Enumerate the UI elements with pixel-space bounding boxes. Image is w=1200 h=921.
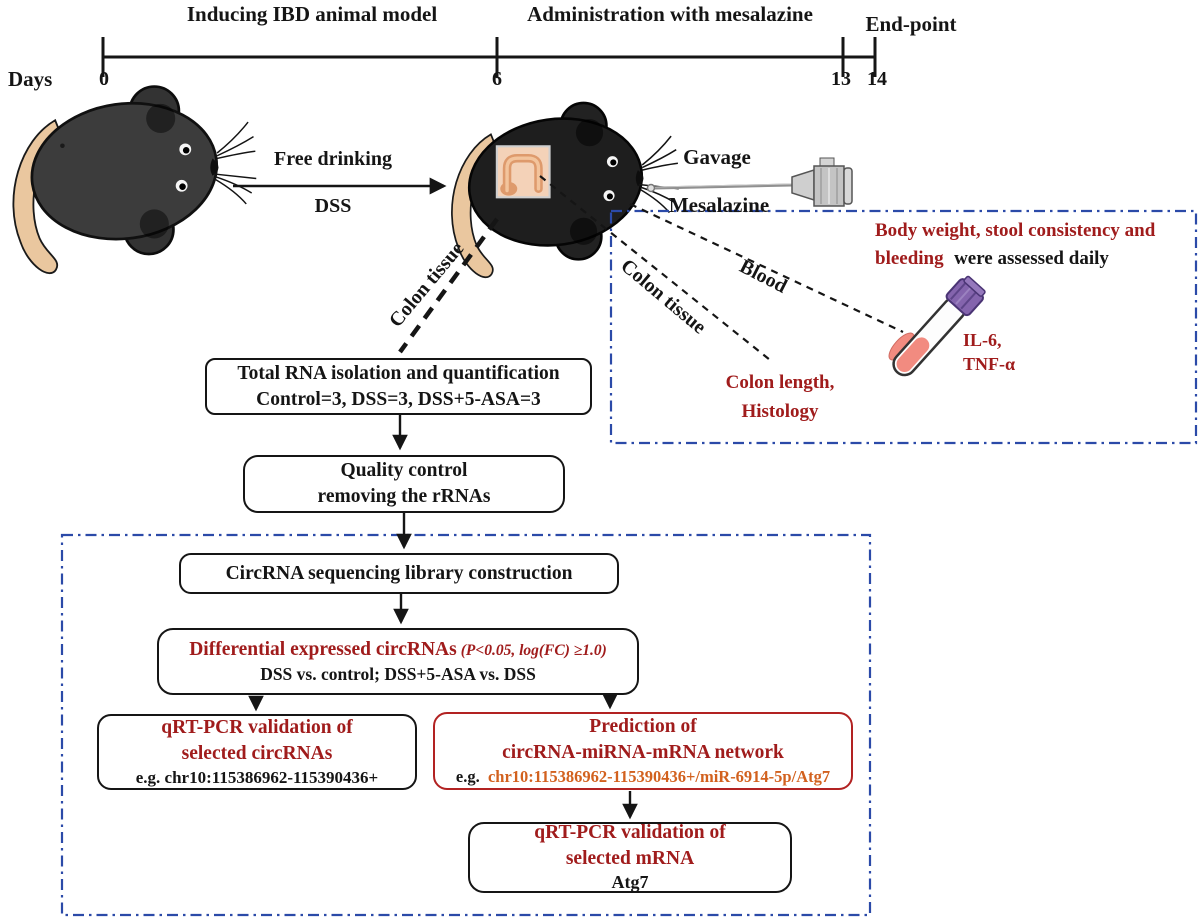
timeline-axis xyxy=(101,37,877,77)
il6-label: IL-6, xyxy=(963,330,1002,350)
colon-assessment-label: Colon length, Histology xyxy=(726,368,835,426)
monitoring-line1: Body weight, stool consistency and xyxy=(875,220,1156,241)
phase-treatment-label: Administration with mesalazine xyxy=(527,2,813,26)
phase-endpoint-label: End-point xyxy=(865,12,957,36)
library-construction-label: CircRNA sequencing library construction xyxy=(225,562,573,584)
monitoring-line2: bleeding were assessed daily xyxy=(875,248,1109,270)
colon-tissue-line-left xyxy=(398,217,499,354)
blood-tube-icon xyxy=(888,275,986,377)
monitoring-line2-black: were assessed daily xyxy=(954,248,1109,269)
blood-line xyxy=(629,203,904,333)
network-example-prefix: e.g. xyxy=(455,766,480,786)
mesalazine-label: Mesalazine xyxy=(668,193,770,217)
differential-comparisons: DSS vs. control; DSS+5-ASA vs. DSS xyxy=(260,663,536,684)
qpcr-mrna-box: qRT-PCR validation of selected mRNA Atg7 xyxy=(468,822,792,893)
differential-criteria: (P<0.05, log(FC) ≥1.0) xyxy=(460,642,607,660)
mouse-icon xyxy=(12,85,257,275)
differential-title: Differential expressed circRNAs xyxy=(189,639,457,661)
network-example-id: chr10:115386962-115390436+/miR-6914-5p/A… xyxy=(487,766,831,786)
differential-title-line: Differential expressed circRNAs (P<0.05,… xyxy=(189,637,607,663)
tick-day-14: 14 xyxy=(867,68,887,90)
flow-arrows xyxy=(248,414,638,820)
qpcr-mrna-line1: qRT-PCR validation of xyxy=(534,821,726,843)
network-line1: Prediction of xyxy=(589,716,697,738)
qpcr-mrna-line2: selected mRNA xyxy=(565,847,695,869)
qpcr-circrna-line2: selected circRNAs xyxy=(181,742,333,764)
monitoring-line2-red: bleeding xyxy=(875,248,944,269)
library-construction-box: CircRNA sequencing library construction xyxy=(179,553,619,594)
mouse-dss-icon xyxy=(451,101,679,279)
tick-day-13: 13 xyxy=(831,68,851,90)
quality-control-line2: removing the rRNAs xyxy=(317,486,491,507)
network-prediction-box: Prediction of circRNA-miRNA-mRNA network… xyxy=(433,712,853,790)
cytokines-label: IL-6, TNF-α xyxy=(963,328,1015,376)
qpcr-circrna-line1: qRT-PCR validation of xyxy=(161,717,353,739)
rna-isolation-line1: Total RNA isolation and quantification xyxy=(237,362,560,384)
free-drinking-label: Free drinking xyxy=(274,148,392,170)
monitoring-dashed-box xyxy=(609,209,1198,445)
rna-isolation-line2: Control=3, DSS=3, DSS+5-ASA=3 xyxy=(256,388,541,410)
qpcr-circrna-box: qRT-PCR validation of selected circRNAs … xyxy=(97,714,417,790)
dss-label: DSS xyxy=(314,195,352,217)
phase-induction-label: Inducing IBD animal model xyxy=(186,2,438,26)
colon-patch xyxy=(495,145,551,199)
quality-control-line1: Quality control xyxy=(340,460,468,482)
colon-length-label: Colon length, xyxy=(725,372,835,393)
gavage-label: Gavage xyxy=(683,145,751,169)
quality-control-box: Quality control removing the rRNAs xyxy=(243,455,565,513)
analysis-dashed-box xyxy=(60,533,872,917)
qpcr-circrna-example: e.g. chr10:115386962-115390436+ xyxy=(135,767,379,787)
tick-day-0: 0 xyxy=(99,68,109,90)
gavage-needle-icon xyxy=(646,157,853,207)
histology-label: Histology xyxy=(741,401,819,422)
rna-isolation-box: Total RNA isolation and quantification C… xyxy=(205,358,592,415)
qpcr-mrna-gene: Atg7 xyxy=(611,872,649,893)
days-label: Days xyxy=(8,67,53,91)
network-example-line: e.g. chr10:115386962-115390436+/miR-6914… xyxy=(456,766,830,788)
tnf-label: TNF-α xyxy=(963,354,1016,374)
colon-tissue-line-right xyxy=(539,175,771,361)
network-line2: circRNA-miRNA-mRNA network xyxy=(502,742,784,764)
differential-circrna-box: Differential expressed circRNAs (P<0.05,… xyxy=(157,628,639,695)
tick-day-6: 6 xyxy=(492,68,502,90)
